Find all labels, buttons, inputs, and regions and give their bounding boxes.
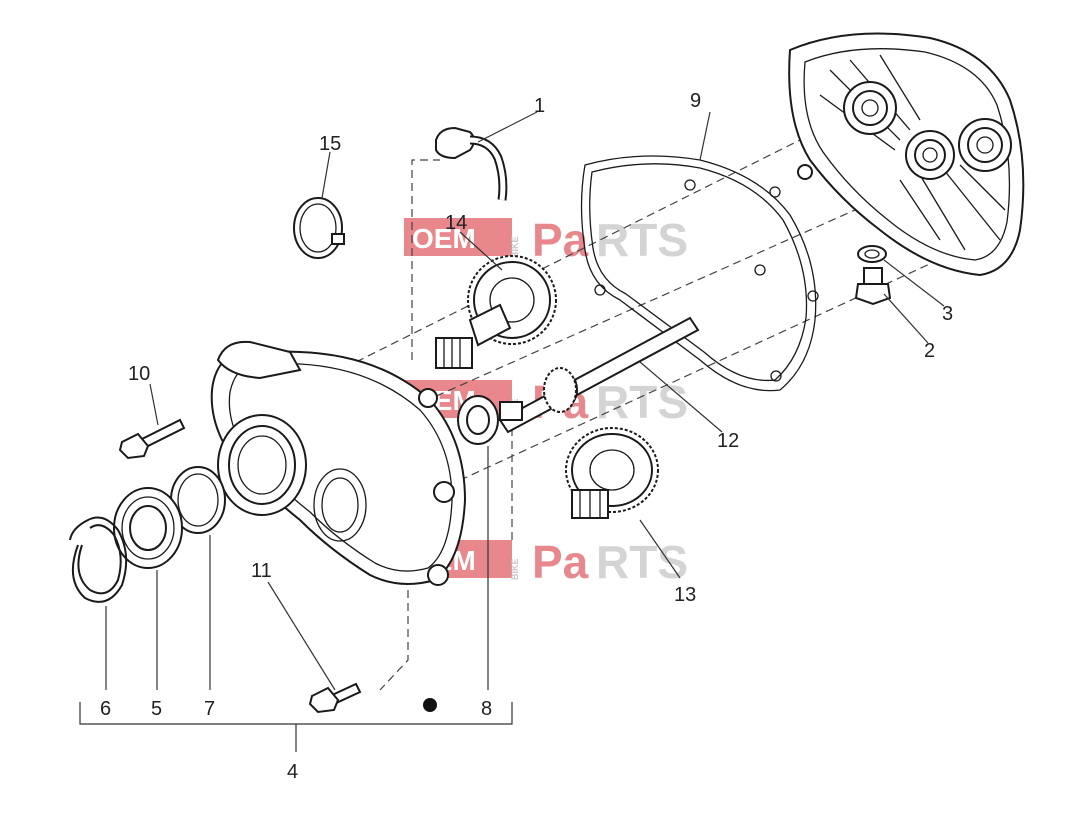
housing-bearing-right — [958, 118, 1012, 172]
housing-dowel — [797, 164, 813, 180]
crankcase-housing — [788, 32, 1025, 277]
callout-13: 13 — [674, 584, 696, 606]
locking-compound-marker — [423, 698, 437, 712]
output-shaft — [498, 316, 700, 434]
watermark-oem: OEM — [412, 223, 476, 254]
hose-clamp — [293, 197, 345, 259]
callout-3: 3 — [942, 303, 953, 325]
ball-bearing — [113, 487, 183, 569]
callout-5: 5 — [151, 698, 162, 720]
callout-6: 6 — [100, 698, 111, 720]
callout-12: 12 — [717, 430, 739, 452]
callout-labels: 1 2 3 4 5 6 7 8 9 10 11 12 13 14 15 — [100, 90, 953, 783]
flange-bolt-lower — [308, 682, 362, 714]
housing-bearing-top — [843, 81, 897, 135]
circlip — [69, 516, 128, 603]
housing-bearing-middle — [905, 130, 955, 180]
callout-15: 15 — [319, 133, 341, 155]
sealing-washer — [857, 245, 887, 263]
watermark-top: OEM BIKE Pa RTS — [404, 214, 688, 266]
callout-9: 9 — [690, 90, 701, 112]
flange-bolt-upper — [118, 418, 186, 460]
layshaft-gear — [565, 427, 659, 519]
gasket — [580, 155, 817, 392]
watermark-rts: RTS — [596, 536, 688, 588]
callout-7: 7 — [204, 698, 215, 720]
oil-seal — [457, 395, 499, 445]
callout-8: 8 — [481, 698, 492, 720]
watermark-pa: Pa — [532, 214, 589, 266]
drain-plug — [854, 267, 892, 306]
watermark-pa: Pa — [532, 536, 589, 588]
callout-14: 14 — [445, 212, 467, 234]
watermark-rts: RTS — [596, 214, 688, 266]
cover-bolt-boss — [418, 388, 438, 408]
breather-pipe — [435, 126, 508, 201]
cover-bearing-bore — [217, 414, 307, 516]
group-bracket — [79, 702, 513, 725]
leader-lines — [79, 111, 945, 752]
callout-10: 10 — [128, 363, 150, 385]
gasket-bolt-holes — [594, 179, 819, 382]
callout-11: 11 — [251, 560, 272, 582]
cover-bolt-boss — [427, 564, 449, 586]
watermark-bike: BIKE — [510, 236, 520, 258]
watermark-badge — [404, 218, 512, 256]
cover-bolt-boss — [433, 481, 455, 503]
callout-4: 4 — [287, 761, 298, 783]
callout-1: 1 — [534, 95, 545, 117]
watermark-rts: RTS — [596, 376, 688, 428]
callout-2: 2 — [924, 340, 935, 362]
watermark-bike: BIKE — [510, 558, 520, 580]
transmission-cover — [210, 340, 467, 586]
drive-gear — [435, 255, 557, 369]
